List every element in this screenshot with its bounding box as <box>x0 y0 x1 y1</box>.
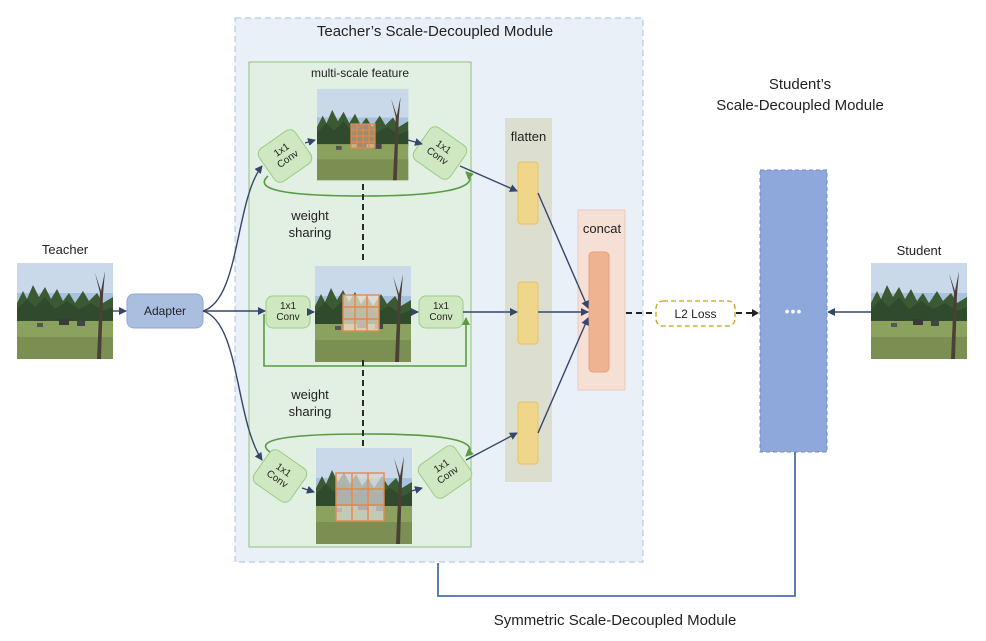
patch-grid-top <box>350 123 376 149</box>
concat-label: concat <box>582 221 622 236</box>
student-block-ellipsis: ••• <box>784 303 803 319</box>
flatten-item-top <box>517 161 539 225</box>
student-module-title-line1: Student’s <box>768 76 832 93</box>
student-module-title-line2: Scale-Decoupled Module <box>716 97 884 114</box>
teacher-image <box>17 263 113 359</box>
flow-arrows <box>112 138 871 494</box>
weight-sharing-top-line2: sharing <box>288 225 332 240</box>
weight-sharing-bottom-line2: sharing <box>288 404 332 419</box>
weight-sharing-top-line1: weight <box>291 208 329 223</box>
symmetric-module-title: Symmetric Scale-Decoupled Module <box>493 612 737 629</box>
conv-bottom-right <box>417 445 473 499</box>
flatten-label: flatten <box>510 129 547 144</box>
patch-grid-middle <box>342 294 380 332</box>
student-block <box>759 169 828 453</box>
l2-loss-box <box>655 300 736 327</box>
weight-sharing-bottom-line1: weight <box>291 387 329 402</box>
teacher-module-title: Teacher’s Scale-Decoupled Module <box>316 23 554 40</box>
flatten-item-middle <box>517 281 539 345</box>
l2-loss-label: L2 Loss <box>674 307 717 321</box>
multi-scale-label: multi-scale feature <box>310 66 410 80</box>
student-label: Student <box>896 243 942 258</box>
weight-sharing-loops <box>263 171 474 457</box>
conv-top-left <box>257 129 313 183</box>
symmetric-bracket <box>437 452 796 597</box>
concat-item <box>588 251 610 373</box>
loss-arrowhead <box>752 309 759 317</box>
conv-bottom-left <box>252 449 308 503</box>
adapter-label: Adapter <box>143 304 187 318</box>
flatten-item-bottom <box>517 401 539 465</box>
student-image <box>871 263 967 359</box>
patch-grid-bottom <box>335 472 385 522</box>
teacher-label: Teacher <box>41 242 89 257</box>
